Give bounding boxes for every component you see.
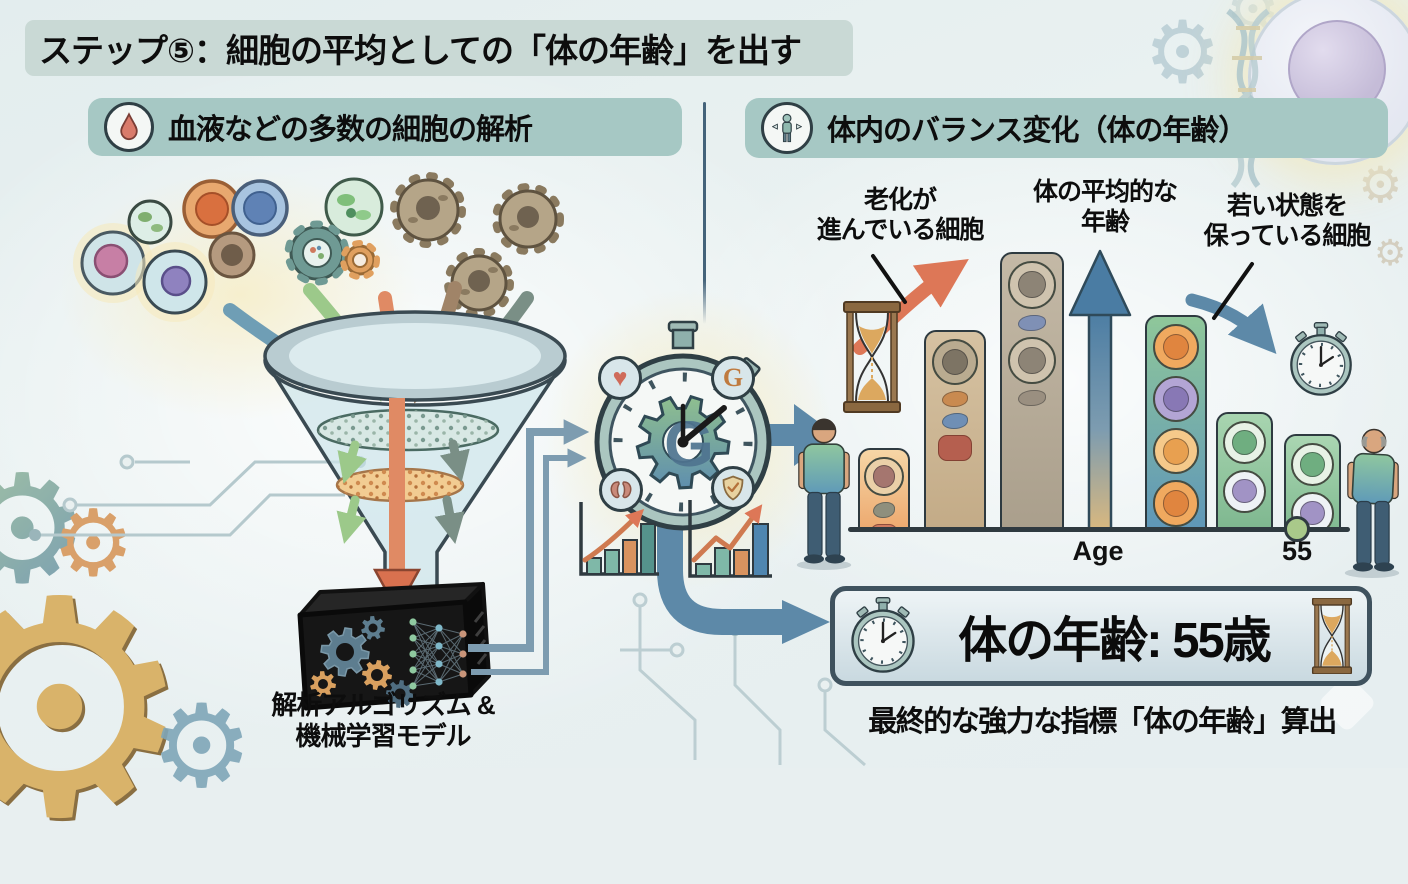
chart-bar-aging-2 bbox=[924, 330, 986, 530]
cell-nucleus bbox=[1300, 452, 1325, 477]
blob-in-bar bbox=[941, 391, 969, 408]
kidney-badge-icon bbox=[599, 468, 643, 512]
blood-drop-icon bbox=[104, 102, 154, 152]
result-stopwatch-icon bbox=[849, 597, 917, 675]
chart-bar-aging-3 bbox=[1000, 252, 1064, 530]
machine-label-line2: 機械学習モデル bbox=[295, 721, 471, 752]
machine-box bbox=[297, 582, 491, 711]
infographic-canvas: ⚙ ⚙ ⚙ ⚙ ⚙ ⚙ ⚙ ⚙ bbox=[0, 0, 1408, 860]
g-letter-icon: G bbox=[722, 363, 744, 392]
page-title-text: ステップ⑤：細胞の平均としての「体の年齢」を出す bbox=[39, 32, 802, 69]
cell-in-bar bbox=[1152, 480, 1200, 527]
average-age-arrow bbox=[1068, 249, 1132, 530]
cell-nucleus bbox=[1018, 346, 1046, 374]
cell-in-bar bbox=[1291, 491, 1334, 528]
age-marker-dot bbox=[1284, 516, 1310, 542]
gear-cell-icon bbox=[284, 220, 350, 286]
cell-nucleus bbox=[1162, 386, 1190, 413]
annotation-young-line1: 若い状態を bbox=[1226, 192, 1348, 220]
hourglass-icon bbox=[842, 298, 902, 416]
annotation-average-age: 体の平均的な 年齢 bbox=[1008, 178, 1202, 237]
aged-cell-icon bbox=[492, 183, 564, 255]
cell-in-bar bbox=[1223, 469, 1266, 513]
machine-label: 解析アルゴリズム & 機械学習モデル bbox=[248, 690, 518, 752]
cell-in-bar bbox=[1152, 428, 1200, 475]
gear-decoration-icon: ⚙ bbox=[1144, 3, 1222, 103]
aged-cell-icon bbox=[444, 248, 514, 318]
cell-in-bar bbox=[1223, 421, 1266, 464]
cell-nucleus bbox=[1162, 438, 1190, 465]
right-panel-header-label: 体内のバランス変化（体の年齢） bbox=[827, 115, 1247, 147]
cell-nucleus bbox=[1162, 333, 1190, 361]
cell-nucleus bbox=[1232, 478, 1257, 504]
cell-nucleus bbox=[1018, 271, 1046, 299]
chart-bar-young-3 bbox=[1284, 434, 1341, 530]
pointer-line-young bbox=[1212, 262, 1254, 320]
annotation-aging-cells: 老化が 進んでいる細胞 bbox=[808, 186, 992, 245]
body-age-result-text: 体の年齢: 55歳 bbox=[958, 613, 1271, 668]
stopwatch-icon bbox=[1288, 322, 1354, 398]
circuit-decoration bbox=[620, 592, 866, 767]
annotation-young-cells: 若い状態を 保っている細胞 bbox=[1192, 192, 1382, 251]
age-axis bbox=[848, 527, 1350, 532]
gear-decoration-icon: ⚙ bbox=[52, 490, 135, 597]
blob-in-bar bbox=[1018, 390, 1046, 407]
annotation-average-line2: 年齢 bbox=[1080, 207, 1130, 236]
gear-cell-small-icon bbox=[340, 240, 380, 280]
neural-net bbox=[409, 618, 467, 690]
pointer-line-aging bbox=[871, 254, 907, 304]
cell-in-bar bbox=[1291, 443, 1334, 486]
cell-nucleus bbox=[1232, 430, 1257, 455]
result-caption: 最終的な強力な指標「体の年齢」算出 bbox=[868, 706, 1337, 738]
circuit-decoration bbox=[29, 454, 366, 541]
age-axis-label: Age bbox=[1072, 536, 1124, 566]
cell-in-bar bbox=[931, 339, 979, 386]
cell-nucleus bbox=[941, 348, 969, 376]
old-person-figure bbox=[1336, 424, 1408, 580]
blob-in-bar bbox=[1018, 314, 1046, 331]
left-panel-header: 血液などの多数の細胞の解析 bbox=[88, 98, 682, 156]
cell-in-bar bbox=[1008, 336, 1056, 385]
chart-bar-young-2 bbox=[1216, 412, 1273, 530]
annotation-aging-line1: 老化が bbox=[863, 186, 937, 214]
shield-badge-icon bbox=[711, 466, 755, 510]
left-art bbox=[73, 172, 590, 711]
person-icon bbox=[761, 102, 813, 154]
result-hourglass-icon bbox=[1311, 598, 1353, 674]
blob-in-bar bbox=[872, 502, 896, 519]
g-badge-icon: G bbox=[711, 356, 755, 400]
heart-badge-icon: ♥ bbox=[598, 356, 642, 400]
chart-bar-young-1 bbox=[1145, 315, 1207, 530]
panel-divider bbox=[703, 102, 706, 324]
cell-in-bar bbox=[1152, 376, 1200, 423]
left-panel-header-label: 血液などの多数の細胞の解析 bbox=[168, 114, 533, 146]
gear-decoration-icon: ⚙ bbox=[1358, 156, 1403, 214]
machine-label-line1: 解析アルゴリズム & bbox=[271, 690, 495, 720]
body-age-result-box: 体の年齢: 55歳 bbox=[830, 586, 1372, 686]
cell-in-bar bbox=[1152, 324, 1200, 371]
heart-icon: ♥ bbox=[612, 363, 628, 392]
cell-in-bar bbox=[1008, 261, 1056, 309]
cell-nucleus bbox=[872, 465, 896, 488]
gear-decoration-icon: ⚙ bbox=[1374, 233, 1407, 274]
annotation-young-line2: 保っている細胞 bbox=[1203, 221, 1372, 250]
organ-in-bar bbox=[938, 435, 972, 462]
annotation-average-line1: 体の平均的な bbox=[1032, 178, 1178, 206]
body-balance-bars bbox=[850, 245, 1350, 530]
cell-nucleus bbox=[1162, 490, 1190, 517]
aged-cell-icon bbox=[390, 172, 466, 248]
age-marker-value: 55 bbox=[1281, 536, 1313, 566]
page-title: ステップ⑤：細胞の平均としての「体の年齢」を出す bbox=[25, 20, 853, 76]
chart-bar-aging-1 bbox=[858, 448, 910, 530]
cell-in-bar bbox=[864, 457, 904, 497]
young-person-figure bbox=[788, 416, 860, 572]
blob-in-bar bbox=[941, 413, 969, 430]
funnel bbox=[263, 310, 567, 613]
falling-arrow-icon bbox=[1185, 293, 1277, 354]
gear-decoration-icon: ⚙ bbox=[0, 455, 89, 605]
annotation-aging-line2: 進んでいる細胞 bbox=[816, 215, 985, 244]
right-panel-header: 体内のバランス変化（体の年齢） bbox=[745, 98, 1388, 158]
